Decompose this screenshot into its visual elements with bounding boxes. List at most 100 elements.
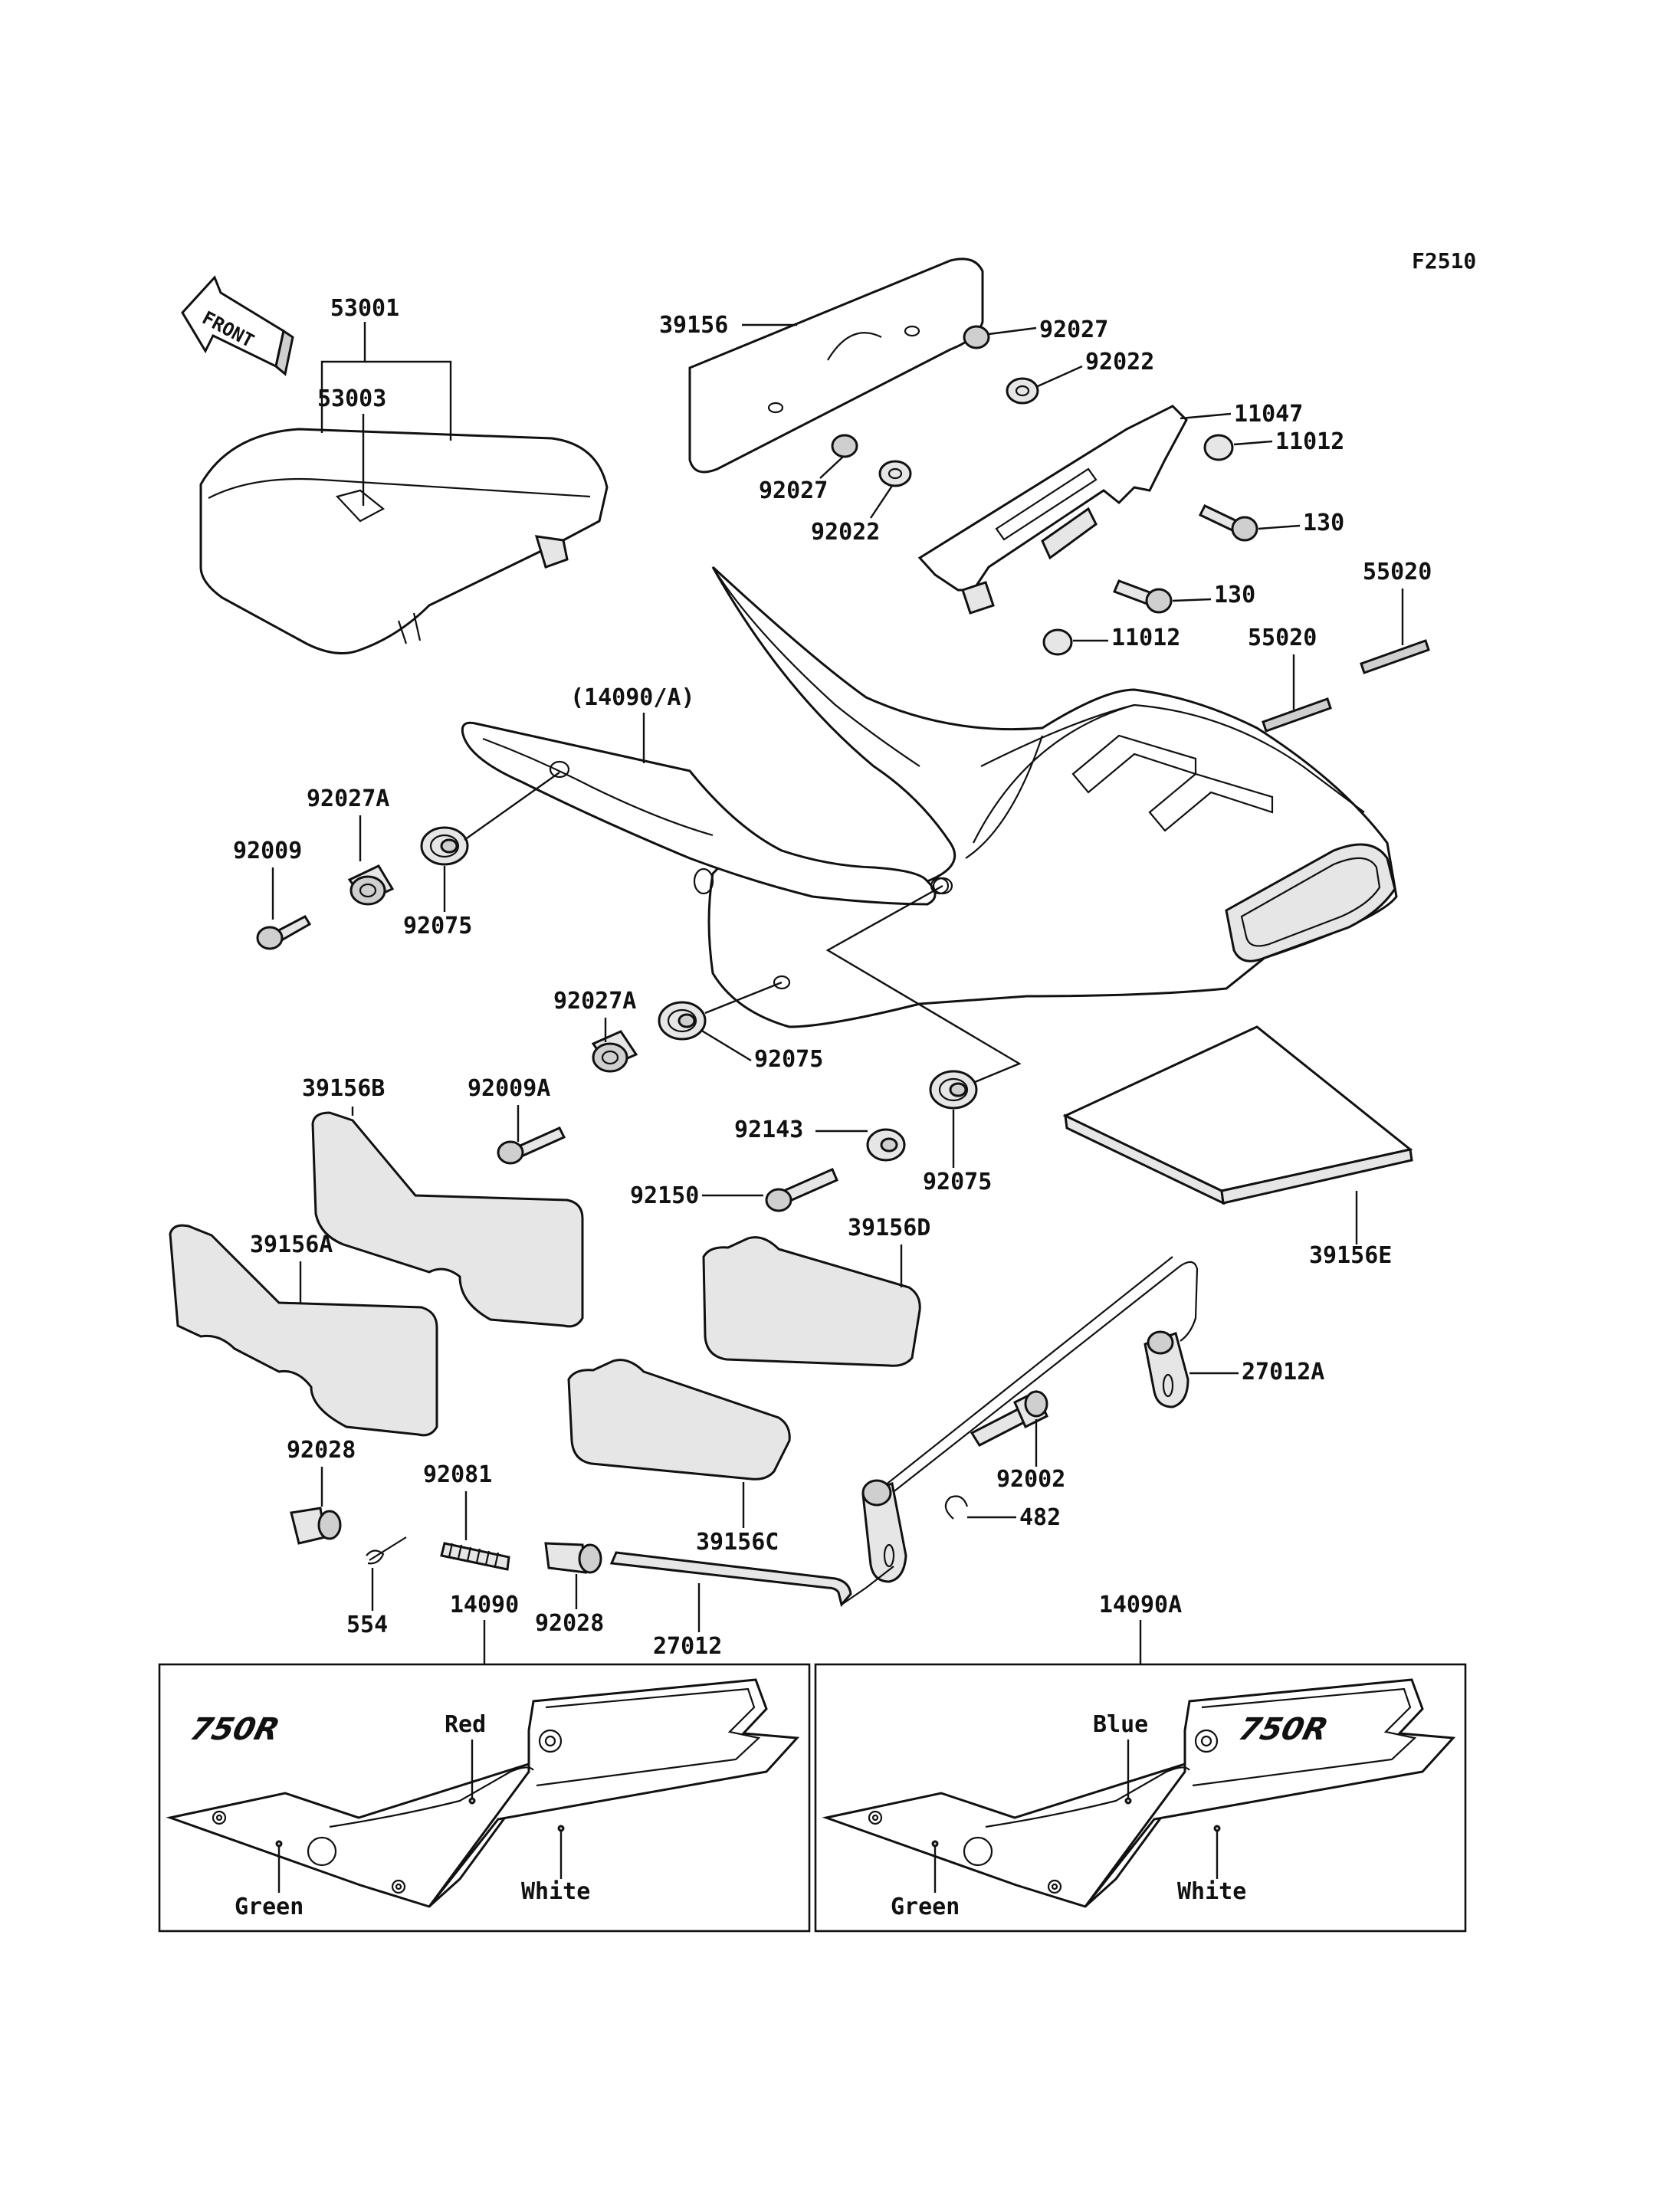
part-39156D: 39156D [848, 1215, 930, 1241]
leader-hole-left [464, 772, 560, 841]
inset-right-green: Green [891, 1894, 960, 1920]
inset-right-emblem: 750R [1235, 1711, 1332, 1747]
part-92027A-mid: 92027A [553, 988, 636, 1015]
seat-part [199, 428, 609, 654]
part-92009: 92009 [233, 838, 302, 864]
leader-11047 [1180, 412, 1232, 420]
tail-cowl-part [693, 566, 1398, 1028]
leader-92027-bot [819, 456, 844, 479]
cap-11012-bot [1042, 628, 1073, 656]
leader-hole-right [825, 884, 1022, 1084]
collar-92027A-left [347, 864, 395, 906]
bracket-11047-part [917, 405, 1188, 615]
lock-bracket-lower [861, 1479, 907, 1583]
collar-92027-bot [831, 434, 858, 458]
grommet-92075-right [929, 1070, 978, 1110]
leader-53001 [320, 322, 366, 433]
collar-92028-mid [544, 1542, 602, 1574]
bolt-130-top [1198, 504, 1258, 542]
cable-27012 [609, 1551, 894, 1608]
part-92022-top: 92022 [1085, 349, 1154, 375]
pad-39156B-part [311, 1111, 584, 1328]
grommet-92075-mid [658, 1001, 707, 1041]
part-92022-bot: 92022 [811, 519, 880, 546]
part-14090A: 14090A [1099, 1592, 1182, 1618]
part-55020-left: 55020 [1248, 625, 1317, 651]
pin-92002 [970, 1389, 1048, 1447]
bolt-92150 [765, 1168, 838, 1212]
collar-92027A-mid [591, 1030, 638, 1073]
spring-92081 [440, 1542, 510, 1571]
leader-53001-b [365, 360, 452, 441]
part-92027-top: 92027 [1039, 316, 1108, 343]
part-39156B: 39156B [302, 1075, 385, 1102]
inset-right-blue: Blue [1093, 1711, 1148, 1738]
part-11012-top: 11012 [1275, 428, 1344, 455]
part-53001: 53001 [330, 295, 399, 322]
part-92075-mid: 92075 [754, 1046, 823, 1073]
part-92027A-left: 92027A [307, 785, 389, 812]
inset-left-white: White [521, 1878, 590, 1905]
part-130-top: 130 [1303, 510, 1344, 536]
part-53003: 53003 [317, 385, 386, 412]
inset-left-red: Red [445, 1711, 486, 1738]
leader-hole-mid [704, 981, 783, 1015]
part-554: 554 [346, 1612, 388, 1638]
part-39156E: 39156E [1309, 1242, 1392, 1269]
inset-left-emblem: 750R [187, 1711, 284, 1747]
cap-11012-top [1203, 434, 1234, 461]
part-39156C: 39156C [696, 1529, 779, 1556]
front-arrow-icon: FRONT [181, 275, 294, 376]
hook-554 [366, 1536, 407, 1565]
pad-39156C-part [567, 1359, 791, 1481]
part-482: 482 [1019, 1504, 1061, 1531]
part-11012-bot: 11012 [1111, 625, 1180, 651]
part-92027-bot: 92027 [759, 477, 828, 504]
part-27012A: 27012A [1242, 1359, 1324, 1385]
bolt-92009A [497, 1126, 566, 1165]
part-92081: 92081 [423, 1461, 492, 1488]
leader-92075-mid [700, 1028, 752, 1062]
leader-92027-top [988, 326, 1037, 336]
leader-92022-bot [870, 485, 893, 519]
part-92028-mid: 92028 [535, 1610, 604, 1637]
leader-130-top [1258, 524, 1301, 530]
leader-92022-top [1037, 365, 1083, 388]
strip-55020-left [1262, 697, 1332, 733]
pad-39156E-part [1062, 1025, 1413, 1205]
lock-bracket-27012A [873, 1256, 1199, 1500]
part-39156: 39156 [659, 312, 728, 339]
part-11047: 11047 [1234, 401, 1303, 428]
part-92075-right: 92075 [923, 1169, 992, 1195]
inset-right-white: White [1177, 1878, 1246, 1905]
part-14090: 14090 [450, 1592, 519, 1618]
grommet-92075-left [420, 826, 469, 866]
strip-55020-right [1360, 639, 1430, 674]
part-92075-left: 92075 [403, 913, 472, 939]
washer-92022-bot [878, 460, 912, 487]
washer-92143 [866, 1128, 906, 1162]
leader-11012-top [1233, 440, 1273, 446]
part-130-bot: 130 [1214, 582, 1255, 608]
collar-92027-top [963, 325, 990, 349]
washer-92022-top [1006, 377, 1039, 405]
part-55020-right: 55020 [1363, 559, 1432, 585]
bolt-92009 [256, 915, 312, 950]
part-92002: 92002 [996, 1466, 1065, 1493]
clip-482 [944, 1495, 969, 1520]
bolt-130-bot [1113, 579, 1173, 614]
part-14090-paren: (14090/A) [570, 684, 695, 711]
inset-left: 750R Red Green White [158, 1663, 811, 1933]
inset-left-green: Green [235, 1894, 304, 1920]
part-92150: 92150 [630, 1182, 699, 1209]
part-92028-left: 92028 [287, 1437, 356, 1464]
pad-39156A-part [169, 1224, 438, 1437]
figure-code: F2510 [1412, 248, 1476, 274]
collar-92028-left [290, 1507, 342, 1545]
inset-right: 750R Blue Green White [814, 1663, 1467, 1933]
part-27012: 27012 [653, 1633, 722, 1660]
part-92143: 92143 [734, 1117, 803, 1143]
pad-39156D-part [702, 1236, 921, 1367]
part-92009A: 92009A [468, 1075, 550, 1102]
